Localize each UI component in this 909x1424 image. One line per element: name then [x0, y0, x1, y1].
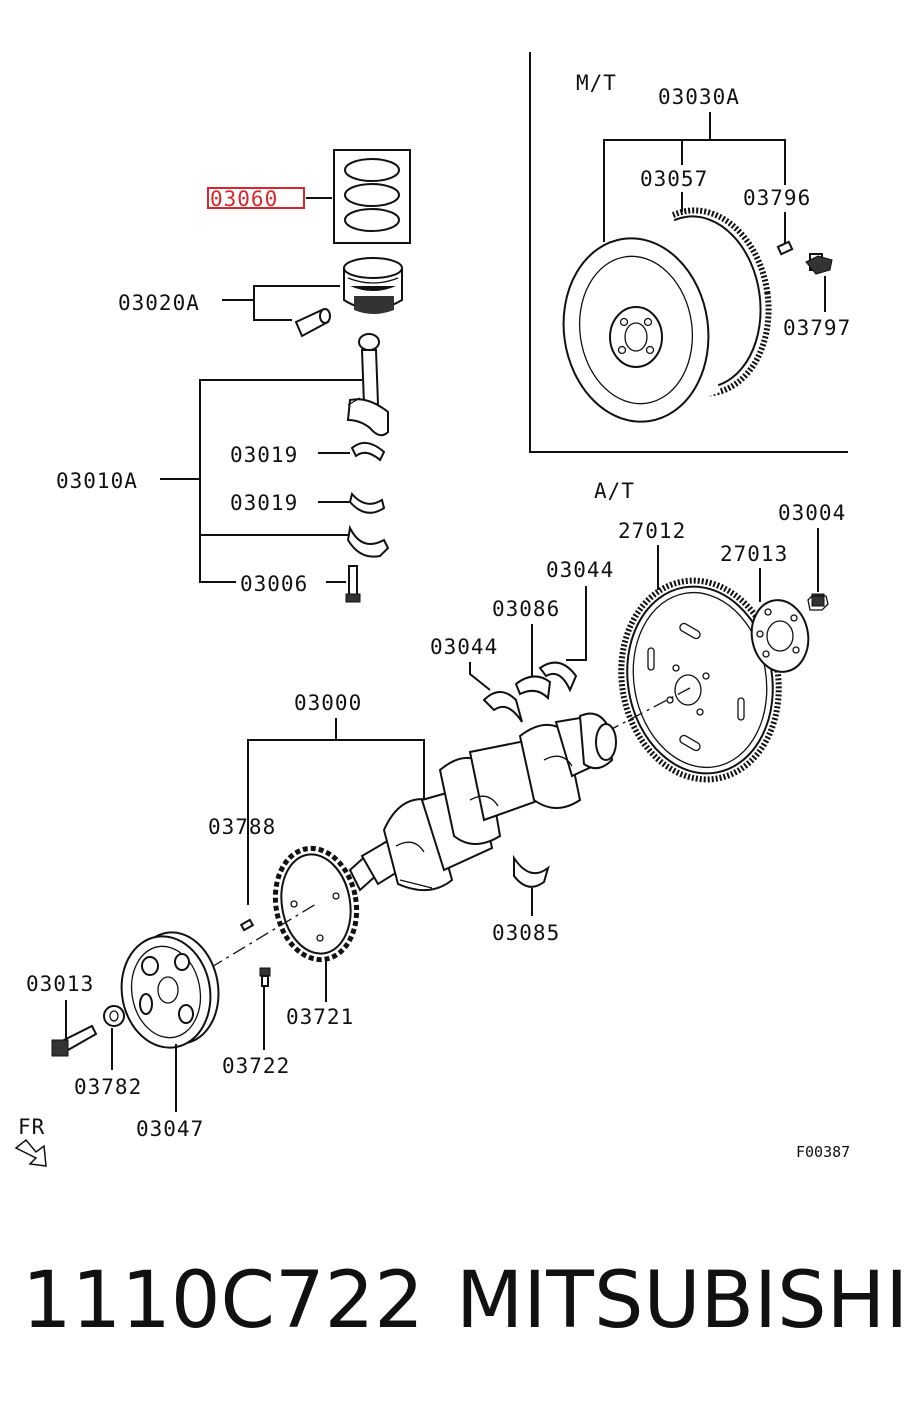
bearing-03044-upper[interactable] [538, 661, 578, 693]
mt-label: M/T [576, 71, 617, 95]
label-03006[interactable]: 03006 [240, 572, 308, 596]
leader-03044-upper [566, 586, 587, 661]
bearing-03085[interactable] [513, 854, 550, 888]
sensing-plate-03721[interactable] [267, 842, 365, 966]
bracket-03030A [603, 139, 786, 242]
bearing-shell-03019-lower[interactable] [348, 491, 386, 514]
label-03030A[interactable]: 03030A [658, 85, 740, 109]
bolt-03013[interactable] [51, 1024, 98, 1057]
label-03722[interactable]: 03722 [222, 1054, 290, 1078]
label-27012[interactable]: 27012 [618, 519, 686, 543]
at-label: A/T [594, 479, 635, 503]
dowel-pin-03796[interactable] [776, 240, 794, 256]
figure-code: F00387 [796, 1143, 850, 1161]
bearing-shell-03019-upper[interactable] [350, 441, 386, 462]
drive-plate-27012[interactable] [606, 568, 794, 792]
piston-03020A[interactable] [343, 257, 403, 314]
washer-03782[interactable] [103, 1005, 125, 1027]
piston-ring-box [333, 149, 411, 244]
adapter-plate-27013[interactable] [746, 596, 814, 677]
leader-03044-lower [469, 662, 491, 691]
label-03788[interactable]: 03788 [208, 815, 276, 839]
conrod-cap[interactable] [346, 524, 390, 558]
label-03013[interactable]: 03013 [26, 972, 94, 996]
piston-pin[interactable] [294, 308, 331, 338]
label-03047[interactable]: 03047 [136, 1117, 204, 1141]
label-03044-lower[interactable]: 03044 [430, 635, 498, 659]
label-03019-lower[interactable]: 03019 [230, 491, 298, 515]
connecting-rod[interactable] [346, 333, 389, 437]
bracket-03010A [199, 379, 362, 583]
label-03797[interactable]: 03797 [783, 316, 851, 340]
conrod-bolt-03006[interactable] [345, 565, 361, 603]
bearing-03086[interactable] [514, 675, 552, 701]
label-03000[interactable]: 03000 [294, 691, 362, 715]
label-03044-upper[interactable]: 03044 [546, 558, 614, 582]
label-03019-upper[interactable]: 03019 [230, 443, 298, 467]
highlight-03060 [207, 187, 305, 209]
mt-flywheel[interactable] [552, 201, 780, 431]
crankshaft-03000[interactable] [348, 712, 617, 892]
bearing-03044-lower[interactable] [482, 691, 523, 723]
label-03010A[interactable]: 03010A [56, 469, 138, 493]
crankshaft-pulley-03047[interactable] [113, 926, 227, 1055]
label-03782[interactable]: 03782 [74, 1075, 142, 1099]
label-03020A[interactable]: 03020A [118, 291, 200, 315]
screw-03722[interactable] [259, 967, 271, 987]
brand-caption: MITSUBISHI [456, 1256, 909, 1346]
label-03721[interactable]: 03721 [286, 1005, 354, 1029]
part-number-caption: 1110C722 [22, 1256, 424, 1346]
bolt-03797[interactable] [805, 253, 833, 275]
label-03060[interactable]: 03060 [210, 187, 278, 211]
key-03788[interactable] [239, 918, 255, 932]
label-03796[interactable]: 03796 [743, 186, 811, 210]
bracket-03020A [253, 285, 340, 321]
label-03004[interactable]: 03004 [778, 501, 846, 525]
bolt-03004[interactable] [807, 593, 829, 611]
label-03057[interactable]: 03057 [640, 167, 708, 191]
front-arrow-icon [14, 1138, 47, 1167]
bracket-03000 [247, 739, 425, 905]
mt-section-frame [529, 52, 848, 453]
label-03086[interactable]: 03086 [492, 597, 560, 621]
piston-ring-set-03060[interactable] [344, 158, 400, 232]
label-27013[interactable]: 27013 [720, 542, 788, 566]
fr-label: FR [18, 1115, 45, 1139]
label-03085[interactable]: 03085 [492, 921, 560, 945]
